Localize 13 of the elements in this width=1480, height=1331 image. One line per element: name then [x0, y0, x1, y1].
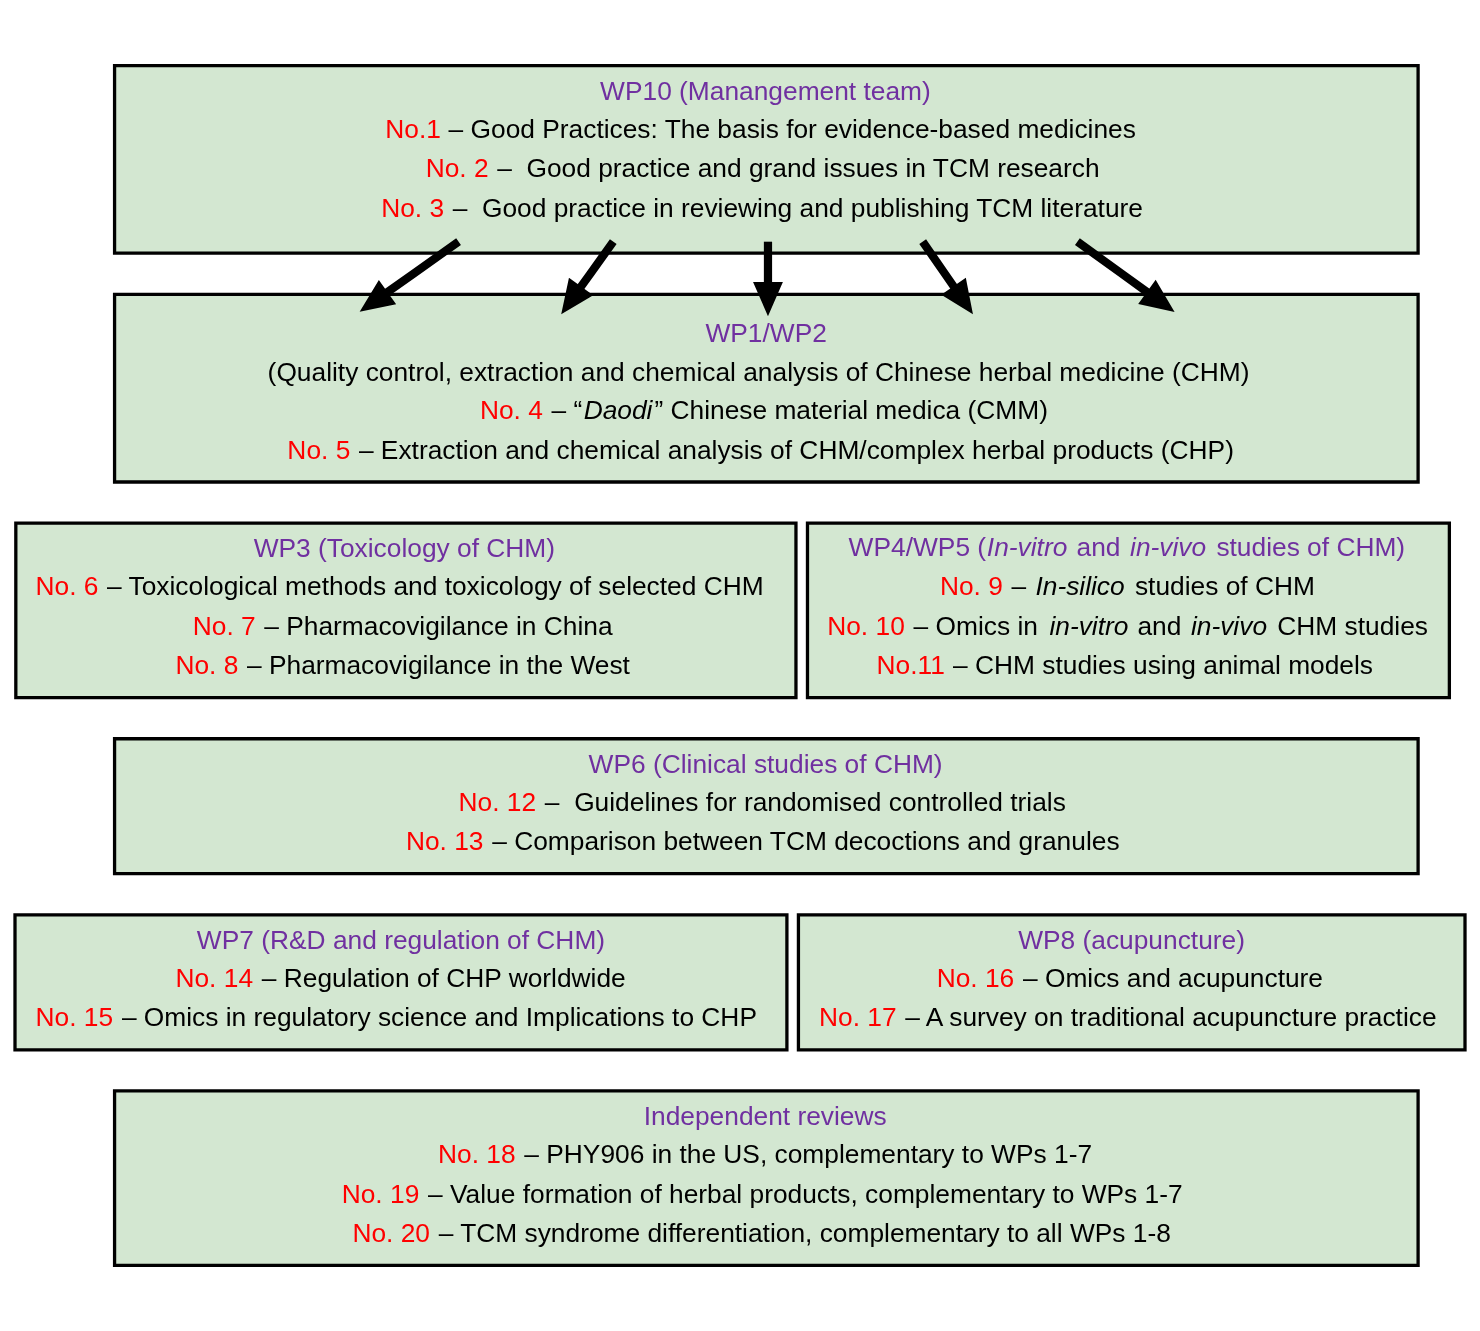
arrow	[359, 238, 461, 312]
arrow	[1075, 238, 1175, 312]
node-box: WP4/WP5 (In-vitro and in-vivo studies of CHM) No. 9 – In-silico studies of CHM No. 10 – Omics in in-vitro and in-vivo CHM studies No.11 – CHM studies using animal models	[805, 521, 1451, 700]
node-box: WP7 (R&D and regulation of CHM) No. 14 – Regulation of CHP worldwide No. 15 – Omics in regulatory science and Implications to CHP	[13, 913, 789, 1052]
node-box: WP6 (Clinical studies of CHM) No. 12 – Guidelines for randomised controlled trials No. 13 – Comparison between TCM decoctions and granules	[112, 737, 1420, 876]
node-box: Independent reviews No. 18 – PHY906 in the US, complementary to WPs 1-7 No. 19 – Value formation of herbal products, complementary to WPs 1-7 No. 20 – TCM syndrome differentiation, complementary to all WPs 1-8	[112, 1089, 1420, 1268]
node-box: WP1/WP2 (Quality control, extraction and chemical analysis of Chinese herbal medicine (CHM) No. 4 – “Daodi” Chinese material medica (CMM) No. 5 – Extraction and chemical analysis of CHM/complex herbal products (CHP)	[112, 292, 1420, 484]
node-box: WP3 (Toxicology of CHM) No. 6 – Toxicological methods and toxicology of selected CHM No. 7 – Pharmacovigilance in China No. 8 – Pharmacovigilance in the West	[14, 521, 798, 700]
arrow	[753, 241, 783, 317]
node-box: WP8 (acupuncture) No. 16 – Omics and acupuncture No. 17 – A survey on traditional acupuncture practice	[796, 913, 1467, 1052]
arrow	[561, 239, 617, 315]
arrow	[919, 239, 973, 315]
node-box: WP10 (Manangement team) No.1 – Good Practices: The basis for evidence-based medicines No. 2 – Good practice and grand issues in TCM research No. 3 – Good practice in reviewing and publishing TCM literature	[112, 63, 1420, 255]
